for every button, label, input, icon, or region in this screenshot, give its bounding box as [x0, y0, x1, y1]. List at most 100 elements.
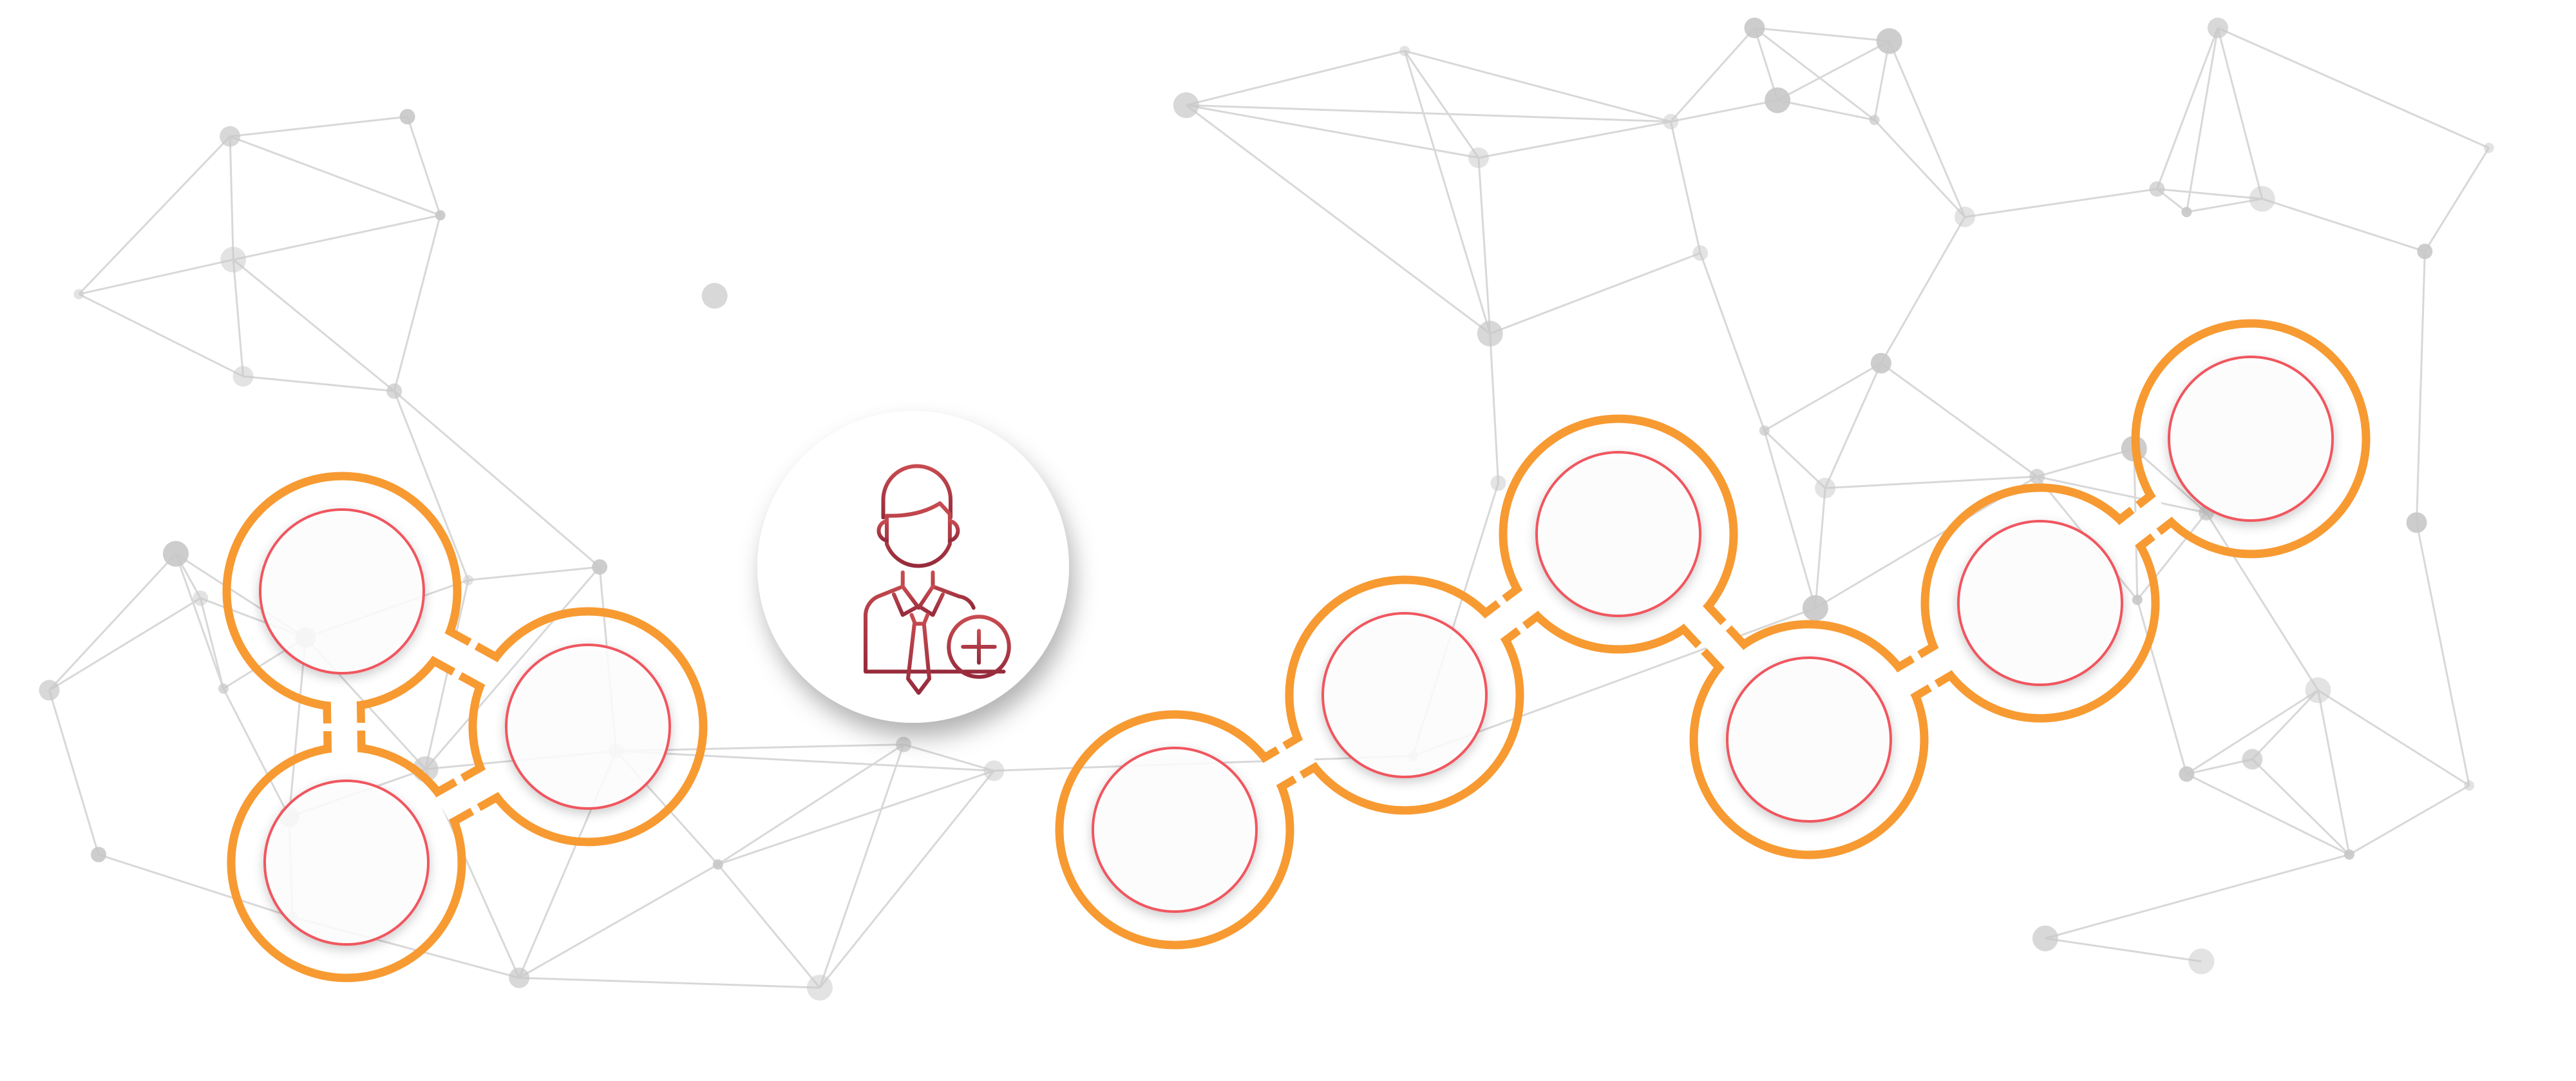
outer-ring [1285, 575, 1524, 815]
network-edge [424, 566, 601, 770]
network-node [592, 559, 608, 575]
network-node [712, 859, 723, 870]
network-node [220, 126, 241, 147]
network-node [193, 590, 209, 606]
network-node [386, 383, 402, 399]
network-edge [2157, 187, 2262, 200]
inner-ring [263, 780, 430, 946]
network-node [2149, 181, 2165, 197]
connector-bracket [1910, 684, 1932, 702]
connector-bracket [1702, 600, 1727, 626]
network-node [1692, 245, 1709, 261]
network-node [1173, 92, 1199, 119]
network-edge [232, 259, 245, 377]
connector-bracket [1893, 655, 1915, 673]
connector-bracket [1678, 623, 1702, 649]
connector-bracket [1917, 640, 1939, 659]
connector-bracket [444, 626, 472, 647]
network-edge [1873, 119, 1966, 218]
connector-bracket [2156, 516, 2177, 535]
network-node [1744, 17, 1765, 39]
network-edge [1670, 27, 1756, 122]
network-edge [2251, 758, 2350, 856]
network-edge [232, 214, 440, 261]
network-edge [1412, 607, 1816, 757]
network-node [2249, 186, 2275, 212]
network-edge [2262, 198, 2425, 253]
inner-ring [1957, 520, 2123, 686]
network-node [162, 540, 189, 567]
network-edge [1964, 187, 2157, 218]
network-node [1490, 475, 1506, 491]
ring-node-3 [227, 743, 466, 982]
inner-ring [2168, 356, 2334, 522]
ring-node-9 [2131, 319, 2371, 559]
network-edge [1754, 26, 1889, 43]
connector-bracket [2114, 506, 2135, 526]
network-edge [2416, 522, 2470, 786]
network-edge [468, 566, 600, 581]
ring-node-6 [1499, 414, 1738, 654]
network-node [2344, 849, 2354, 860]
connector-gap [1683, 606, 1744, 668]
network-edge [1763, 430, 1826, 489]
network-node [701, 283, 728, 309]
network-edge [175, 553, 225, 689]
network-edge [424, 580, 469, 770]
network-node [2207, 17, 2228, 39]
connector-bracket [1522, 610, 1543, 629]
outer-ring [468, 607, 708, 847]
network-edge [1888, 41, 1966, 218]
network-node [1663, 113, 1679, 129]
network-edge [1777, 99, 1875, 121]
ring-node-8 [1920, 483, 2160, 723]
network-edge [2424, 147, 2490, 253]
network-node [218, 683, 229, 694]
inner-ring [1726, 656, 1892, 823]
network-edge [1478, 120, 1671, 159]
outer-ring [1499, 414, 1738, 654]
network-node [2483, 142, 2494, 153]
network-edge [2186, 689, 2319, 775]
network-node [91, 847, 107, 863]
network-node [2032, 925, 2058, 952]
network-node [2188, 948, 2215, 975]
network-node [39, 680, 60, 701]
network-edge [1873, 41, 1891, 120]
ring-node-1 [222, 472, 462, 711]
connector-bracket [2136, 490, 2157, 509]
ring-node-7 [1689, 620, 1929, 859]
network-edge [2045, 937, 2202, 962]
outer-ring [1689, 620, 1929, 859]
network-edge [1763, 430, 1817, 609]
network-node [463, 575, 474, 586]
network-edge [717, 863, 821, 989]
connector-gap [436, 769, 498, 820]
network-edge [717, 769, 994, 866]
network-edge [2156, 27, 2219, 189]
network-edge [1671, 99, 1778, 123]
network-edge [1403, 50, 1492, 334]
network-edge [2186, 758, 2253, 775]
network-edge [1669, 121, 1701, 254]
network-edge [232, 258, 395, 392]
ring-node-2 [468, 607, 708, 847]
network-edge [1489, 333, 1500, 484]
network-edge [2316, 690, 2351, 855]
network-edge [903, 743, 994, 772]
connector-bracket [323, 702, 332, 724]
ring-connectors [323, 490, 2177, 827]
network-edge [98, 854, 293, 918]
network-node [2181, 207, 2192, 218]
network-edge [819, 770, 995, 989]
network-edge [819, 744, 905, 988]
network-edge [2186, 773, 2350, 856]
network-edge [229, 115, 408, 138]
network-edge [48, 597, 202, 691]
outer-ring [2131, 319, 2371, 559]
network-edge [2205, 512, 2319, 691]
network-node [1869, 115, 1880, 126]
connector-bracket [2134, 533, 2155, 552]
network-node [2417, 244, 2433, 260]
network-node [2406, 512, 2427, 533]
